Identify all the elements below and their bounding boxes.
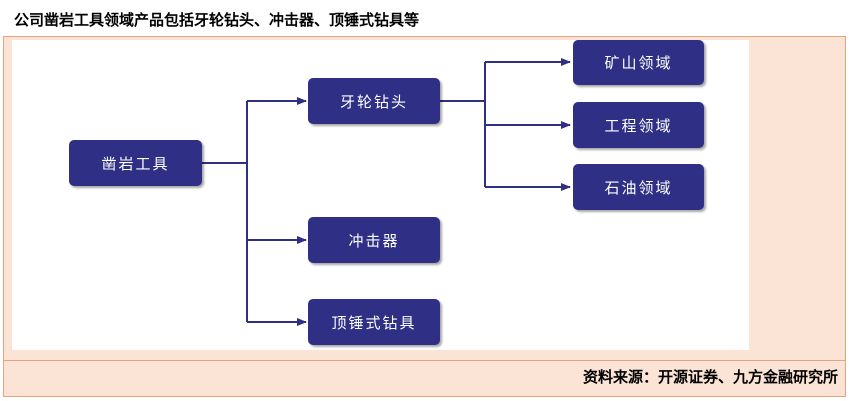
node-product-1: 牙轮钻头 — [308, 78, 440, 124]
source-note: 资料来源：开源证券、九方金融研究所 — [582, 368, 838, 386]
title-bar: 公司凿岩工具领域产品包括牙轮钻头、冲击器、顶锤式钻具等 — [3, 3, 846, 37]
node-product-3: 顶锤式钻具 — [308, 299, 440, 345]
node-product-2: 冲击器 — [308, 217, 440, 263]
node-application-2: 工程领域 — [573, 102, 704, 148]
figure-title: 公司凿岩工具领域产品包括牙轮钻头、冲击器、顶锤式钻具等 — [14, 11, 420, 29]
node-root: 凿岩工具 — [69, 140, 202, 186]
footer-divider — [3, 360, 846, 361]
node-application-3: 石油领域 — [573, 164, 704, 210]
node-application-1: 矿山领域 — [573, 40, 704, 85]
